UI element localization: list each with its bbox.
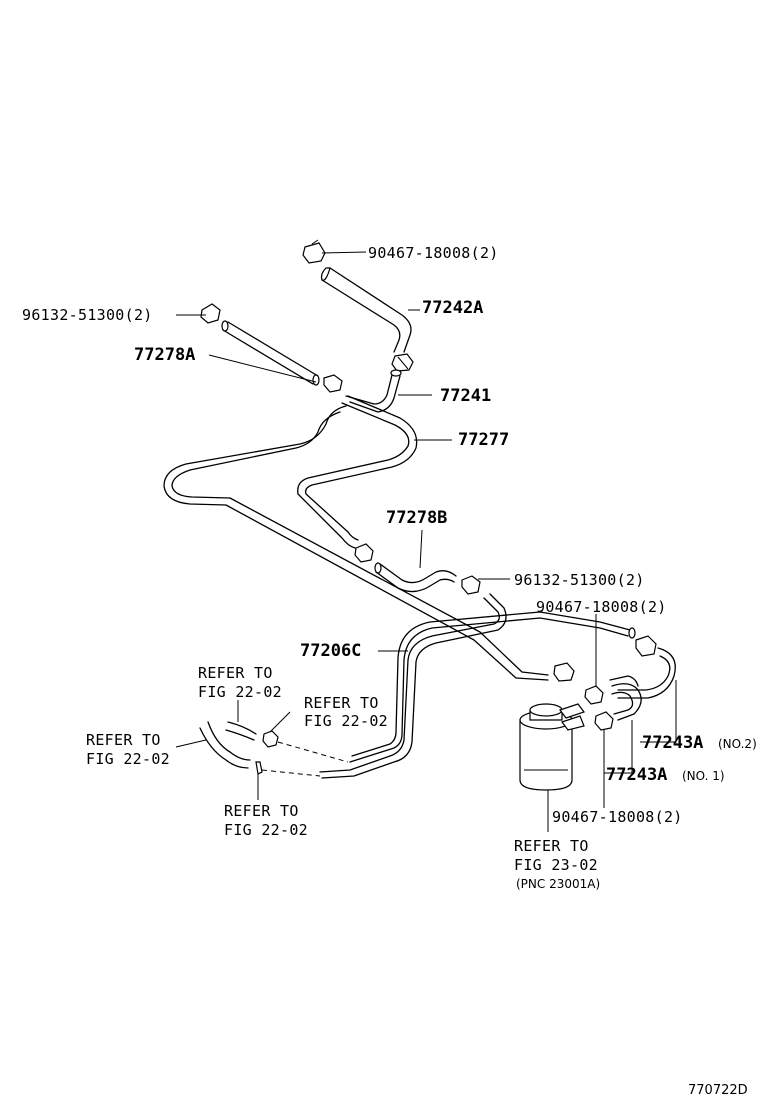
clamp-left-icon	[200, 303, 221, 324]
hose-77278B	[374, 562, 457, 593]
label-clamp-top: 90467-18008(2)	[368, 244, 499, 262]
label-refer-e-line2: FIG 23-02	[514, 856, 598, 874]
label-refer-b-line1: REFER TO	[304, 694, 379, 712]
hose-77278A	[221, 320, 320, 386]
label-clamp-mid: 96132-51300(2)	[514, 571, 645, 589]
label-refer-b-line2: FIG 22-02	[304, 712, 388, 730]
refer-hose-left	[199, 721, 257, 769]
label-pipe-77206C: 77206C	[300, 641, 361, 661]
clamp-77278A-lower-icon	[323, 374, 343, 393]
label-hose-77242A: 77242A	[422, 298, 483, 318]
charcoal-canister	[519, 703, 585, 791]
leader-lines	[175, 251, 677, 832]
label-clamp-right: 90467-18008(2)	[536, 598, 667, 616]
label-hose-77278B: 77278B	[386, 508, 447, 528]
label-refer-e-line1: REFER TO	[514, 837, 589, 855]
hose-77241	[345, 369, 402, 413]
label-refer-e-line3: (PNC 23001A)	[516, 877, 600, 891]
label-refer-c-line2: FIG 22-02	[86, 750, 170, 768]
label-hose-77243A-no2: 77243A	[642, 733, 703, 753]
clamp-mid-icon	[461, 575, 481, 595]
label-refer-d-line2: FIG 22-02	[224, 821, 308, 839]
label-hose-77243A-no2-suffix: (NO.2)	[718, 737, 757, 751]
label-hose-77243A-no1: 77243A	[606, 765, 667, 785]
pipe-77277	[163, 395, 549, 681]
label-refer-a-line2: FIG 22-02	[198, 683, 282, 701]
label-pipe-77277: 77277	[458, 430, 509, 450]
figure-code: 770722D	[688, 1083, 748, 1098]
dashed-connectors	[261, 741, 349, 777]
label-clamp-bottom: 90467-18008(2)	[552, 808, 683, 826]
hose-77243A-no1	[609, 675, 642, 721]
refer-clamps-icon	[255, 730, 279, 775]
hose-77242A	[320, 267, 412, 353]
label-hose-77278A: 77278A	[134, 345, 195, 365]
pipe-77206C	[319, 593, 636, 779]
clamp-top-icon	[302, 239, 326, 264]
label-refer-d-line1: REFER TO	[224, 802, 299, 820]
label-refer-c-line1: REFER TO	[86, 731, 161, 749]
clamp-77243A-no2-icon	[635, 635, 657, 657]
hose-77243A-no2	[617, 647, 676, 699]
label-clamp-left: 96132-51300(2)	[22, 306, 153, 324]
label-hose-77243A-no1-suffix: (NO. 1)	[682, 769, 725, 783]
clamp-77242A-lower-icon	[391, 353, 414, 372]
label-refer-a-line1: REFER TO	[198, 664, 273, 682]
clamp-77278B-left-icon	[354, 543, 374, 563]
label-hose-77241: 77241	[440, 386, 491, 406]
